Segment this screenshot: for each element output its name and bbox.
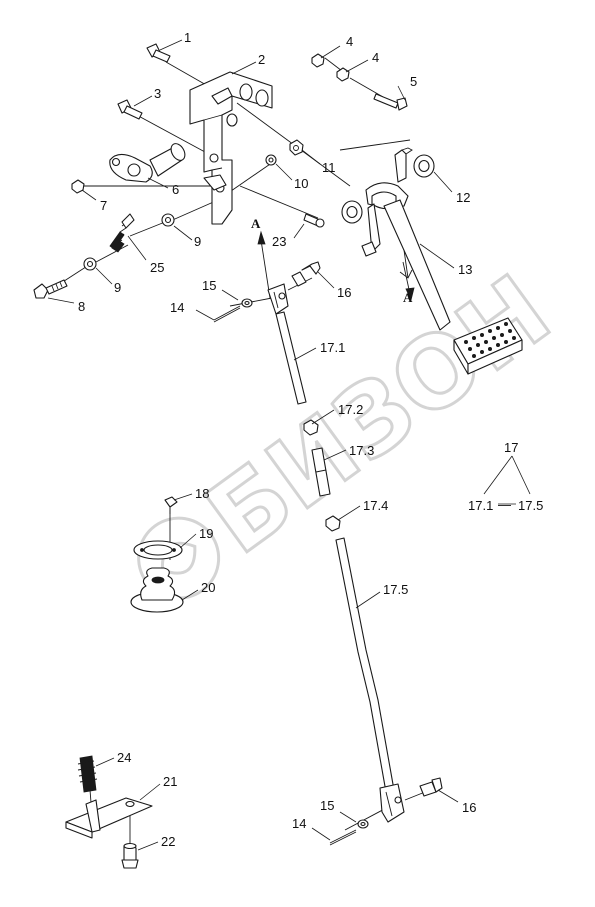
label-25: 25 [150, 260, 164, 275]
label-23: 23 [272, 234, 286, 249]
label-15a: 15 [202, 278, 216, 293]
washer-10 [265, 154, 277, 166]
label-11: 11 [322, 160, 336, 175]
view-label-a-lower: A [403, 290, 413, 305]
part-labels: 1 2 3 4 4 5 6 7 8 9 9 10 11 12 13 14 14 … [78, 30, 476, 849]
label-17-1: 17.1 [320, 340, 345, 355]
nut-4a [311, 53, 325, 68]
label-16a: 16 [337, 285, 351, 300]
nut-17-4 [325, 515, 341, 532]
bushing-9a [161, 213, 175, 227]
washer-15a [241, 298, 253, 308]
label-2: 2 [258, 52, 265, 67]
assembly-legend: 17 17.1 — 17.5 [468, 440, 543, 513]
rod-17-5 [335, 537, 395, 793]
label-1: 1 [184, 30, 191, 45]
pedal-pad [453, 317, 523, 375]
label-10: 10 [294, 176, 308, 191]
bolt-8 [33, 279, 68, 299]
label-18: 18 [195, 486, 209, 501]
pivot-shaft-plate [109, 143, 186, 183]
pin-16b [419, 777, 443, 797]
retainer-19 [133, 540, 183, 560]
bolt-22 [121, 842, 139, 869]
label-19: 19 [199, 526, 213, 541]
return-spring-25 [109, 213, 135, 253]
label-22: 22 [161, 834, 175, 849]
label-14a: 14 [170, 300, 184, 315]
label-16b: 16 [462, 800, 476, 815]
label-24: 24 [117, 750, 131, 765]
washer-15b [357, 819, 369, 829]
label-3: 3 [154, 86, 161, 101]
label-17-5: 17.5 [383, 582, 408, 597]
bolt-1 [146, 43, 171, 63]
nut-11 [289, 139, 304, 156]
cotter-pin-14a [213, 305, 241, 323]
label-17-4: 17.4 [363, 498, 388, 513]
label-20: 20 [201, 580, 215, 595]
bolt-3 [117, 99, 143, 120]
view-label-a-upper: A [251, 216, 261, 231]
nut-4b [336, 67, 350, 82]
label-12: 12 [456, 190, 470, 205]
label-7: 7 [100, 198, 107, 213]
label-5: 5 [410, 74, 417, 89]
label-4b: 4 [372, 50, 379, 65]
view-arrow-a-lower [402, 261, 415, 302]
rod-17-1 [275, 311, 307, 405]
label-17-3: 17.3 [349, 443, 374, 458]
brake-pedal-13 [341, 147, 451, 331]
view-labels: A A [251, 216, 413, 305]
spring-24 [77, 755, 98, 793]
leader-lines [47, 39, 531, 851]
bolt-5 [373, 93, 408, 111]
label-8: 8 [78, 299, 85, 314]
label-4a: 4 [346, 34, 353, 49]
bushing-9b [83, 257, 97, 271]
pin-23 [303, 213, 325, 228]
cotter-pin-14b [329, 829, 357, 846]
nut-17-2 [303, 419, 319, 436]
nut-7 [71, 179, 85, 194]
view-arrow-a-upper [257, 230, 271, 299]
label-17-2: 17.2 [338, 402, 363, 417]
legend-to: 17.5 [518, 498, 543, 513]
label-14b: 14 [292, 816, 306, 831]
legend-dash: — [498, 497, 511, 512]
label-9b: 9 [114, 280, 121, 295]
pedal-bracket [189, 71, 273, 225]
clevis-upper [267, 283, 289, 315]
clevis-lower [379, 783, 405, 823]
pin-16a [291, 261, 321, 287]
label-21: 21 [163, 774, 177, 789]
label-9a: 9 [194, 234, 201, 249]
boot-20 [130, 567, 184, 613]
washer-12 [413, 154, 435, 178]
pedal-pad-grip [464, 322, 516, 358]
label-13: 13 [458, 262, 472, 277]
bracket-21 [65, 797, 153, 839]
label-6: 6 [172, 182, 179, 197]
legend-from: 17.1 [468, 498, 493, 513]
label-15b: 15 [320, 798, 334, 813]
coupling-17-3 [311, 447, 331, 497]
legend-parent: 17 [504, 440, 518, 455]
screw-18 [164, 496, 178, 514]
